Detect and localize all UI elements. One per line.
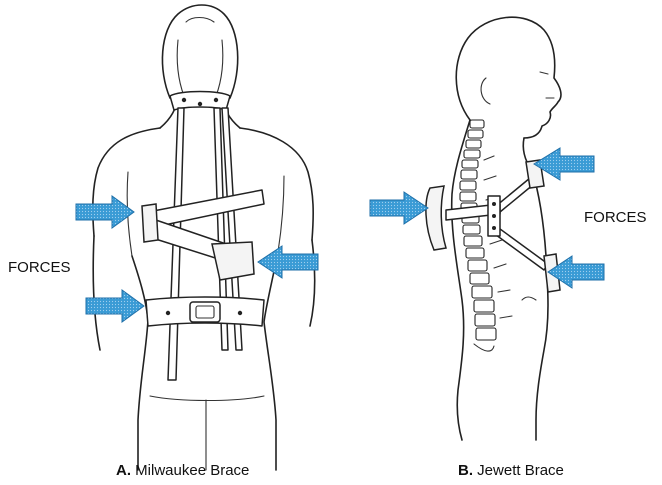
- arrow-a-mid-right: [258, 246, 318, 278]
- head-back: [162, 5, 237, 98]
- forces-label-right: FORCES: [584, 209, 647, 226]
- caption-a-text: Milwaukee Brace: [135, 462, 249, 479]
- thoracic-pad: [212, 242, 254, 280]
- dorsolumbar-pad: [426, 186, 446, 250]
- caption-jewett: B. Jewett Brace: [458, 462, 564, 479]
- milwaukee-brace-figure: [93, 5, 315, 470]
- caption-b-text: Jewett Brace: [477, 462, 564, 479]
- caption-b-letter: B.: [458, 462, 473, 479]
- thoracic-strap: [148, 190, 264, 228]
- jewett-brace-figure: [426, 17, 561, 440]
- neck-ring: [170, 92, 230, 111]
- arrow-b-mid-left: [370, 192, 428, 224]
- caption-a-letter: A.: [116, 462, 131, 479]
- arrow-a-upper-left: [76, 196, 134, 228]
- forces-label-left: FORCES: [8, 259, 71, 276]
- caption-milwaukee: A. Milwaukee Brace: [116, 462, 249, 479]
- sternal-strap: [496, 178, 534, 212]
- lumbar-pad: [142, 204, 158, 242]
